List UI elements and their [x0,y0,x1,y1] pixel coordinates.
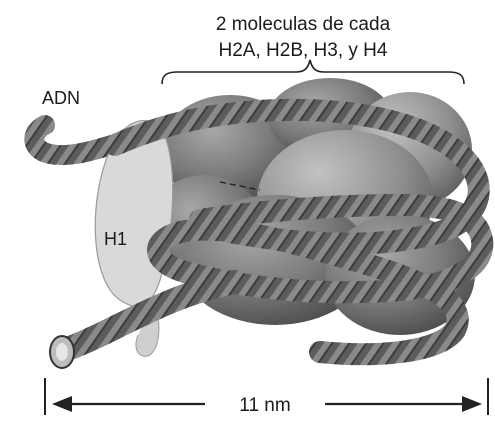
title-line-2: H2A, H2B, H3, y H4 [219,40,388,61]
dna-label: ADN [42,88,80,108]
h1-label: H1 [104,229,127,249]
dimension-label: 11 nm [239,395,290,416]
title-line-1: 2 moleculas de cada [216,14,391,35]
dna-left-end [34,125,115,155]
dimension-indicator: 11 nm [45,378,488,416]
